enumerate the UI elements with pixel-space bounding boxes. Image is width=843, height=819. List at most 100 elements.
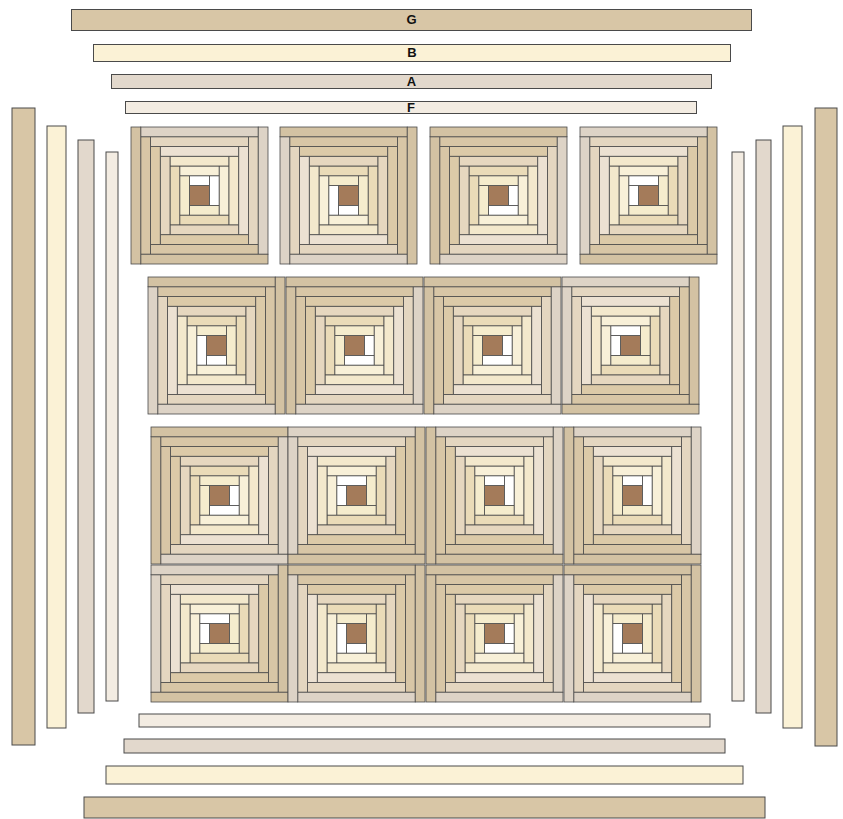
log-cabin-block (430, 127, 567, 264)
log-strip (280, 127, 407, 137)
log-strip (532, 306, 542, 385)
log-strip (574, 427, 692, 437)
log-cabin-block (424, 277, 561, 414)
log-strip (319, 225, 378, 235)
log-strip (151, 692, 288, 702)
log-strip (707, 127, 717, 254)
log-strip (544, 437, 554, 545)
log-strip (317, 594, 386, 604)
log-strip (503, 336, 513, 356)
log-strip (611, 356, 651, 366)
log-strip (603, 466, 613, 525)
log-strip (197, 326, 227, 336)
log-strip (259, 456, 269, 535)
log-strip (593, 673, 672, 683)
log-strip (691, 427, 701, 554)
log-strip (161, 554, 288, 564)
log-strip (430, 137, 440, 264)
log-strip (190, 476, 200, 525)
log-strip (473, 326, 513, 336)
log-strip (682, 437, 692, 545)
log-strip (512, 326, 522, 366)
log-strip (288, 554, 425, 564)
log-strip (404, 297, 414, 395)
log-strip (210, 176, 220, 206)
log-strip (180, 466, 190, 535)
log-strip (171, 447, 269, 457)
log-strip (315, 385, 403, 395)
log-strip (308, 594, 318, 682)
log-strip (453, 316, 463, 385)
log-strip (562, 287, 572, 405)
log-strip (327, 515, 386, 525)
log-strip (426, 575, 436, 702)
log-strip (171, 673, 269, 683)
log-strip (524, 604, 534, 663)
border-strip (47, 126, 66, 728)
log-strip (465, 614, 475, 663)
log-strip (551, 287, 561, 405)
log-strip (650, 316, 660, 365)
log-strip (584, 545, 692, 555)
log-strip (300, 245, 398, 255)
log-strip (505, 624, 515, 644)
log-strip (611, 326, 641, 336)
log-strip (453, 306, 532, 316)
log-strip (386, 456, 396, 525)
log-strip (161, 585, 171, 683)
log-strip (327, 476, 337, 516)
log-strip (463, 326, 473, 375)
log-strip (574, 554, 701, 564)
log-strip (290, 147, 300, 255)
log-strip (613, 653, 653, 663)
log-strip (483, 336, 503, 356)
log-strip (200, 515, 249, 525)
log-strip (621, 336, 641, 356)
log-strip (446, 594, 456, 682)
log-strip (662, 456, 672, 525)
log-strip (367, 476, 377, 506)
log-strip (298, 585, 308, 693)
log-strip (288, 437, 298, 555)
border-strip (783, 126, 802, 728)
log-strip (629, 176, 659, 186)
log-strip (440, 147, 450, 255)
log-strip (190, 186, 210, 206)
log-strip (430, 127, 567, 137)
log-strip (680, 287, 690, 395)
log-strip (296, 404, 423, 414)
log-strip (459, 156, 538, 166)
log-strip (619, 215, 678, 225)
log-strip (426, 565, 563, 575)
log-strip (534, 447, 544, 535)
log-strip (180, 535, 268, 545)
band-label: G (406, 10, 416, 30)
band-label: F (407, 102, 415, 113)
log-strip (463, 375, 532, 385)
log-strip (444, 395, 552, 405)
log-strip (230, 486, 240, 506)
log-strip (210, 486, 230, 506)
log-strip (406, 437, 416, 545)
log-strip (131, 127, 141, 264)
log-strip (623, 644, 643, 654)
band-label: B (407, 45, 416, 61)
log-strip (469, 225, 538, 235)
log-strip (298, 545, 416, 555)
log-strip (148, 287, 158, 414)
log-strip (249, 137, 259, 245)
log-strip (190, 466, 249, 476)
log-strip (160, 156, 170, 235)
log-strip (662, 594, 672, 673)
log-strip (210, 506, 240, 516)
log-strip (151, 147, 161, 245)
log-strip (469, 176, 479, 225)
log-strip (623, 506, 653, 516)
log-strip (593, 604, 603, 673)
log-strip (141, 127, 259, 137)
log-strip (315, 306, 394, 316)
log-strip (368, 166, 378, 225)
log-strip (557, 137, 567, 255)
log-strip (337, 486, 347, 506)
